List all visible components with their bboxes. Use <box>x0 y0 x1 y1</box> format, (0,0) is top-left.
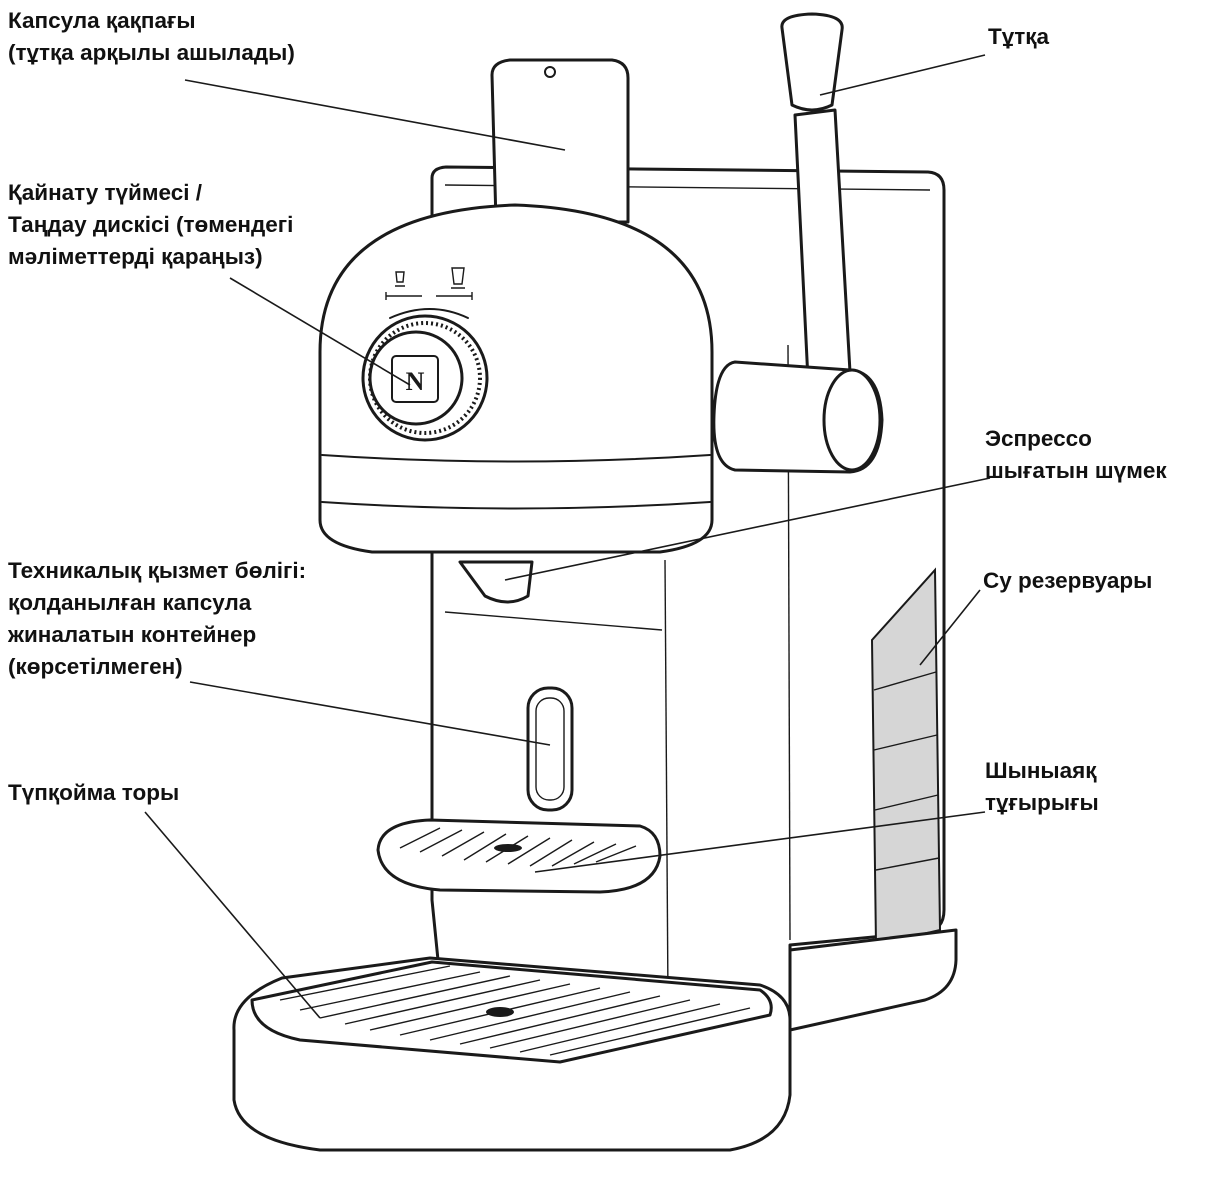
label-brew-button-line-2: Таңдау дискісі (төмендегі <box>8 212 293 237</box>
leader-handle <box>819 54 986 96</box>
brew-button-dial: N <box>361 314 489 442</box>
label-capsule-lid: Капсула қақпағы (тұтқа арқылы ашылады) <box>8 8 295 65</box>
container-window <box>526 686 574 812</box>
label-drip-tray-grid: Түпқойма торы <box>8 780 179 805</box>
label-service-part: Техникалық қызмет бөлігі: қолданылған ка… <box>7 558 312 679</box>
label-brew-button: Қайнату түймесі / Таңдау дискісі (төменд… <box>8 180 300 269</box>
machine-dome <box>318 203 714 554</box>
dome-band-bottom <box>321 501 711 510</box>
label-handle-line-1: Тұтқа <box>988 24 1050 49</box>
logo-square <box>391 355 439 403</box>
large-cup-icon <box>451 267 465 289</box>
dome-band-top <box>321 454 711 463</box>
marks-scale <box>385 292 473 300</box>
lever-pivot-cap <box>822 368 882 472</box>
label-espresso-spout-line-2: шығатын шүмек <box>985 458 1167 483</box>
label-brew-button-line-1: Қайнату түймесі / <box>8 180 203 205</box>
leader-lines <box>144 54 991 1019</box>
leader-brew-button <box>229 277 411 386</box>
body-inner-line <box>664 559 669 1001</box>
label-cup-stand-line-2: тұғырығы <box>985 790 1099 815</box>
leader-water-tank <box>919 589 981 666</box>
front-panel-top <box>444 611 663 631</box>
espresso-spout <box>458 560 534 604</box>
base-right-foot <box>788 928 958 1032</box>
label-espresso-spout: Эспрессо шығатын шүмек <box>985 426 1167 483</box>
label-cup-stand-line-1: Шыныаяқ <box>985 758 1097 783</box>
machine-illustration: N <box>232 12 958 1152</box>
leader-capsule-lid <box>184 79 566 151</box>
label-cup-stand: Шыныаяқ тұғырығы <box>985 758 1103 815</box>
label-water-tank-line-1: Су резервуары <box>983 568 1152 593</box>
leader-drip-tray-grid <box>144 811 321 1019</box>
capsule-lid <box>490 58 630 224</box>
lever-grip <box>780 12 844 112</box>
label-drip-tray-grid-line-1: Түпқойма торы <box>8 780 179 805</box>
leader-cup-stand <box>534 811 986 873</box>
container-window-inner <box>535 697 565 801</box>
label-service-part-line-4: (көрсетілмеген) <box>8 654 183 679</box>
label-service-part-line-2: қолданылған капсула <box>8 590 252 615</box>
drip-tray-grid <box>279 965 751 1056</box>
water-tank-ridges <box>873 671 940 871</box>
leader-service-part <box>189 681 551 746</box>
label-capsule-lid-line-2: (тұтқа арқылы ашылады) <box>8 40 295 65</box>
label-capsule-lid-line-1: Капсула қақпағы <box>8 8 196 33</box>
label-water-tank: Су резервуары <box>983 568 1152 593</box>
small-cup-icon <box>395 271 405 287</box>
cup-size-marks <box>385 267 473 319</box>
selector-arc <box>389 308 469 319</box>
water-tank <box>870 567 942 947</box>
dial-knurl <box>368 321 482 435</box>
label-service-part-line-3: жиналатын контейнер <box>7 622 256 647</box>
lid-hole <box>544 66 556 78</box>
leader-espresso-spout <box>504 477 991 581</box>
labels: Капсула қақпағы (тұтқа арқылы ашылады) Т… <box>7 8 1167 815</box>
drip-tray-drain <box>486 1007 514 1017</box>
cup-stand-drain <box>494 844 522 852</box>
label-espresso-spout-line-1: Эспрессо <box>985 426 1092 451</box>
cup-stand <box>376 818 662 894</box>
label-service-part-line-1: Техникалық қызмет бөлігі: <box>8 558 306 583</box>
label-brew-button-line-3: мәліметтерді қараңыз) <box>8 244 263 269</box>
logo-letter: N <box>406 367 425 396</box>
label-handle: Тұтқа <box>988 24 1050 49</box>
